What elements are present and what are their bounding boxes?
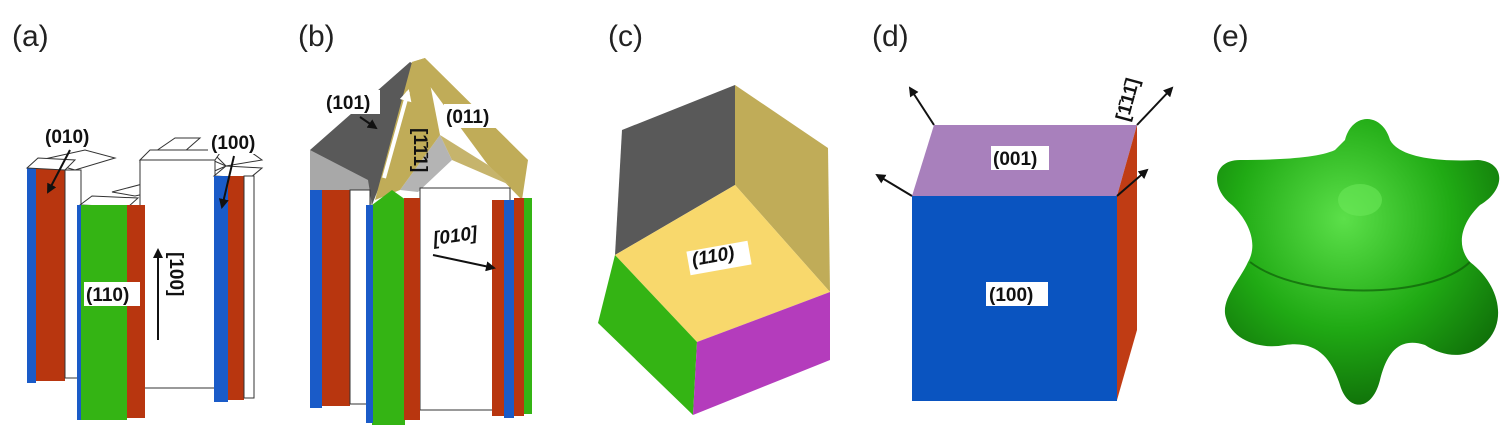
panel-b-right-blue-face — [504, 200, 514, 418]
panel-d-arrow-top-left — [908, 86, 935, 126]
panel-d: (d) (001) (100) [1̄11̄] — [872, 20, 1174, 401]
panel-a-middle-blue-edge — [77, 205, 81, 420]
panel-b-left-red-face — [322, 190, 350, 406]
panel-d-direction-111-label: [1̄11̄] — [1113, 76, 1144, 123]
panel-b-arrow-101 — [359, 116, 378, 130]
panel-a-right-white-side — [243, 175, 255, 399]
panel-a-middle-red-face — [127, 205, 145, 418]
panel-b-middle-red-face — [404, 198, 420, 420]
panel-c-magenta-face — [693, 292, 830, 415]
panel-a-face-100-label: (100) — [211, 133, 255, 154]
panel-c-green-face — [598, 255, 697, 415]
panel-b: (b) (101) (011) [1̄1̄1] [010] — [298, 20, 532, 425]
panel-e-blob-equator — [1249, 261, 1471, 292]
panel-b-face-101-label: (101) — [326, 93, 370, 114]
panel-a-direction-100-label: [100] — [165, 252, 186, 296]
panel-b-left-blue-face — [310, 190, 322, 408]
panel-e-blob-highlight — [1338, 184, 1382, 216]
panel-a-label: (a) — [12, 20, 49, 53]
panel-c-gray-face — [615, 85, 735, 255]
panel-b-roof-inner-gray — [400, 135, 452, 192]
panel-a-right-blue-face — [214, 176, 228, 402]
panel-d-arrow-right — [1116, 168, 1149, 197]
panel-b-middle-green-face — [372, 190, 406, 425]
panel-a-left-column-top — [25, 157, 77, 171]
panel-d-arrow-left — [875, 173, 913, 197]
panel-b-face-011-label: (011) — [446, 107, 489, 128]
panel-d-arrow-top-right — [1136, 86, 1174, 126]
panel-d-right-red-face — [1117, 125, 1137, 400]
panel-b-label: (b) — [298, 20, 335, 53]
panel-a-arrow-100 — [218, 155, 235, 209]
panel-d-face-100-label: (100) — [989, 285, 1033, 306]
panel-b-direction-111-label: [1̄1̄1] — [409, 128, 430, 172]
panel-a-middle-green-face — [80, 205, 127, 420]
panel-a-left-red-face — [36, 168, 65, 381]
panel-e-green-blob-body — [1217, 119, 1500, 405]
panel-c-olive-face — [735, 85, 830, 292]
panel-b-roof-inner-olive — [440, 135, 510, 185]
panel-b-middle-blue-edge — [366, 205, 373, 423]
panel-b-right-red-face — [492, 200, 504, 416]
panel-b-right-red-face-2 — [514, 198, 524, 416]
panel-a-left-blue-face — [27, 168, 36, 383]
panel-b-direction-arrow-111 — [382, 89, 412, 179]
panel-a-arrow-010 — [47, 149, 71, 194]
panel-b-direction-arrow-010 — [432, 254, 496, 272]
panel-c: (c) (110) — [598, 20, 830, 415]
panel-b-roof-front-olive — [375, 58, 440, 200]
panel-e-label: (e) — [1212, 20, 1249, 53]
panel-a-face-010-label: (010) — [45, 127, 89, 148]
panel-b-roof-011-face — [412, 58, 528, 200]
panel-d-face-001-label: (001) — [993, 149, 1037, 170]
panel-e: (e) — [1212, 20, 1500, 405]
panel-a-face-110-label: (110) — [86, 285, 129, 306]
panel-d-label: (d) — [872, 20, 909, 53]
panel-c-label: (c) — [608, 20, 643, 53]
panel-b-right-green-face — [524, 198, 532, 414]
panel-a: (a) (010) (100) ( — [12, 20, 270, 420]
panel-a-right-red-face — [228, 176, 244, 400]
